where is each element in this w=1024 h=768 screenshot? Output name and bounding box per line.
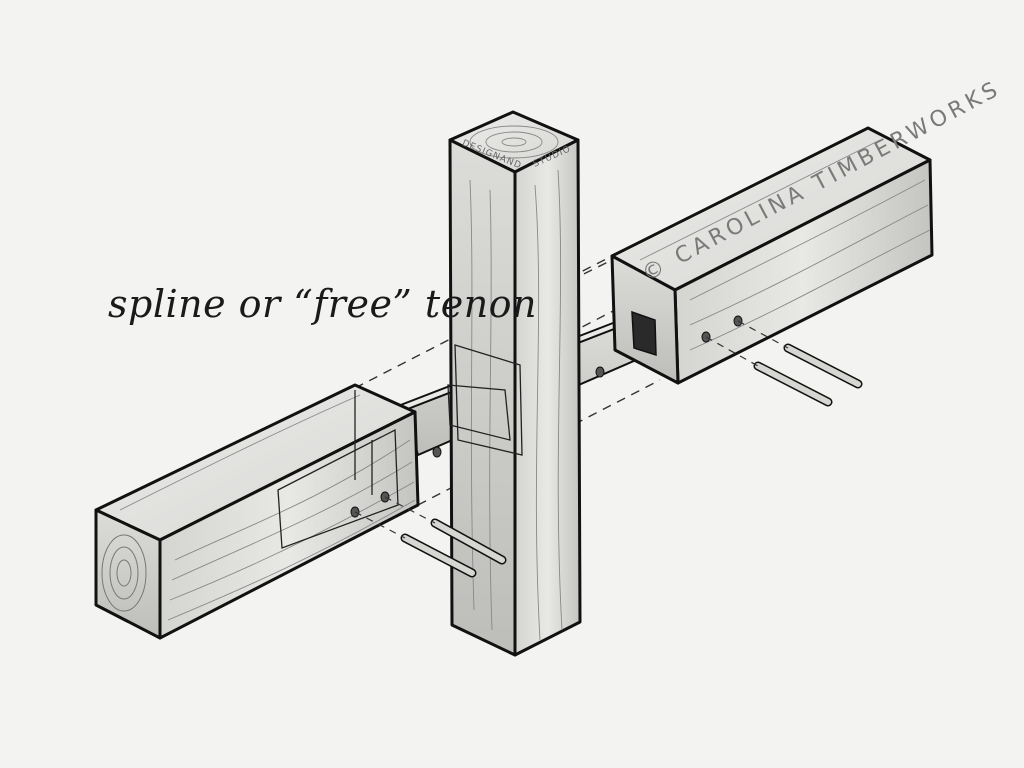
post <box>448 110 582 657</box>
post-top-grain <box>469 125 559 159</box>
peg-right-1 <box>753 361 833 407</box>
right-beam-grain <box>639 139 931 351</box>
left-beam-end-grain <box>101 534 147 612</box>
right-beam-mortise-slot <box>631 310 657 357</box>
peg-guide-lines <box>354 320 789 539</box>
peg-left-1 <box>400 533 477 578</box>
post-grain <box>469 169 563 641</box>
left-beam-mortise <box>277 390 399 549</box>
peg-left-2 <box>430 518 507 565</box>
diagram-label: spline or “free” tenon <box>108 282 538 326</box>
peg-right-2 <box>783 343 863 389</box>
left-beam-grain <box>119 394 416 621</box>
pegs <box>400 343 863 578</box>
left-beam-peg-hole <box>350 506 360 518</box>
post-mortise <box>447 344 523 456</box>
left-beam <box>94 383 420 640</box>
